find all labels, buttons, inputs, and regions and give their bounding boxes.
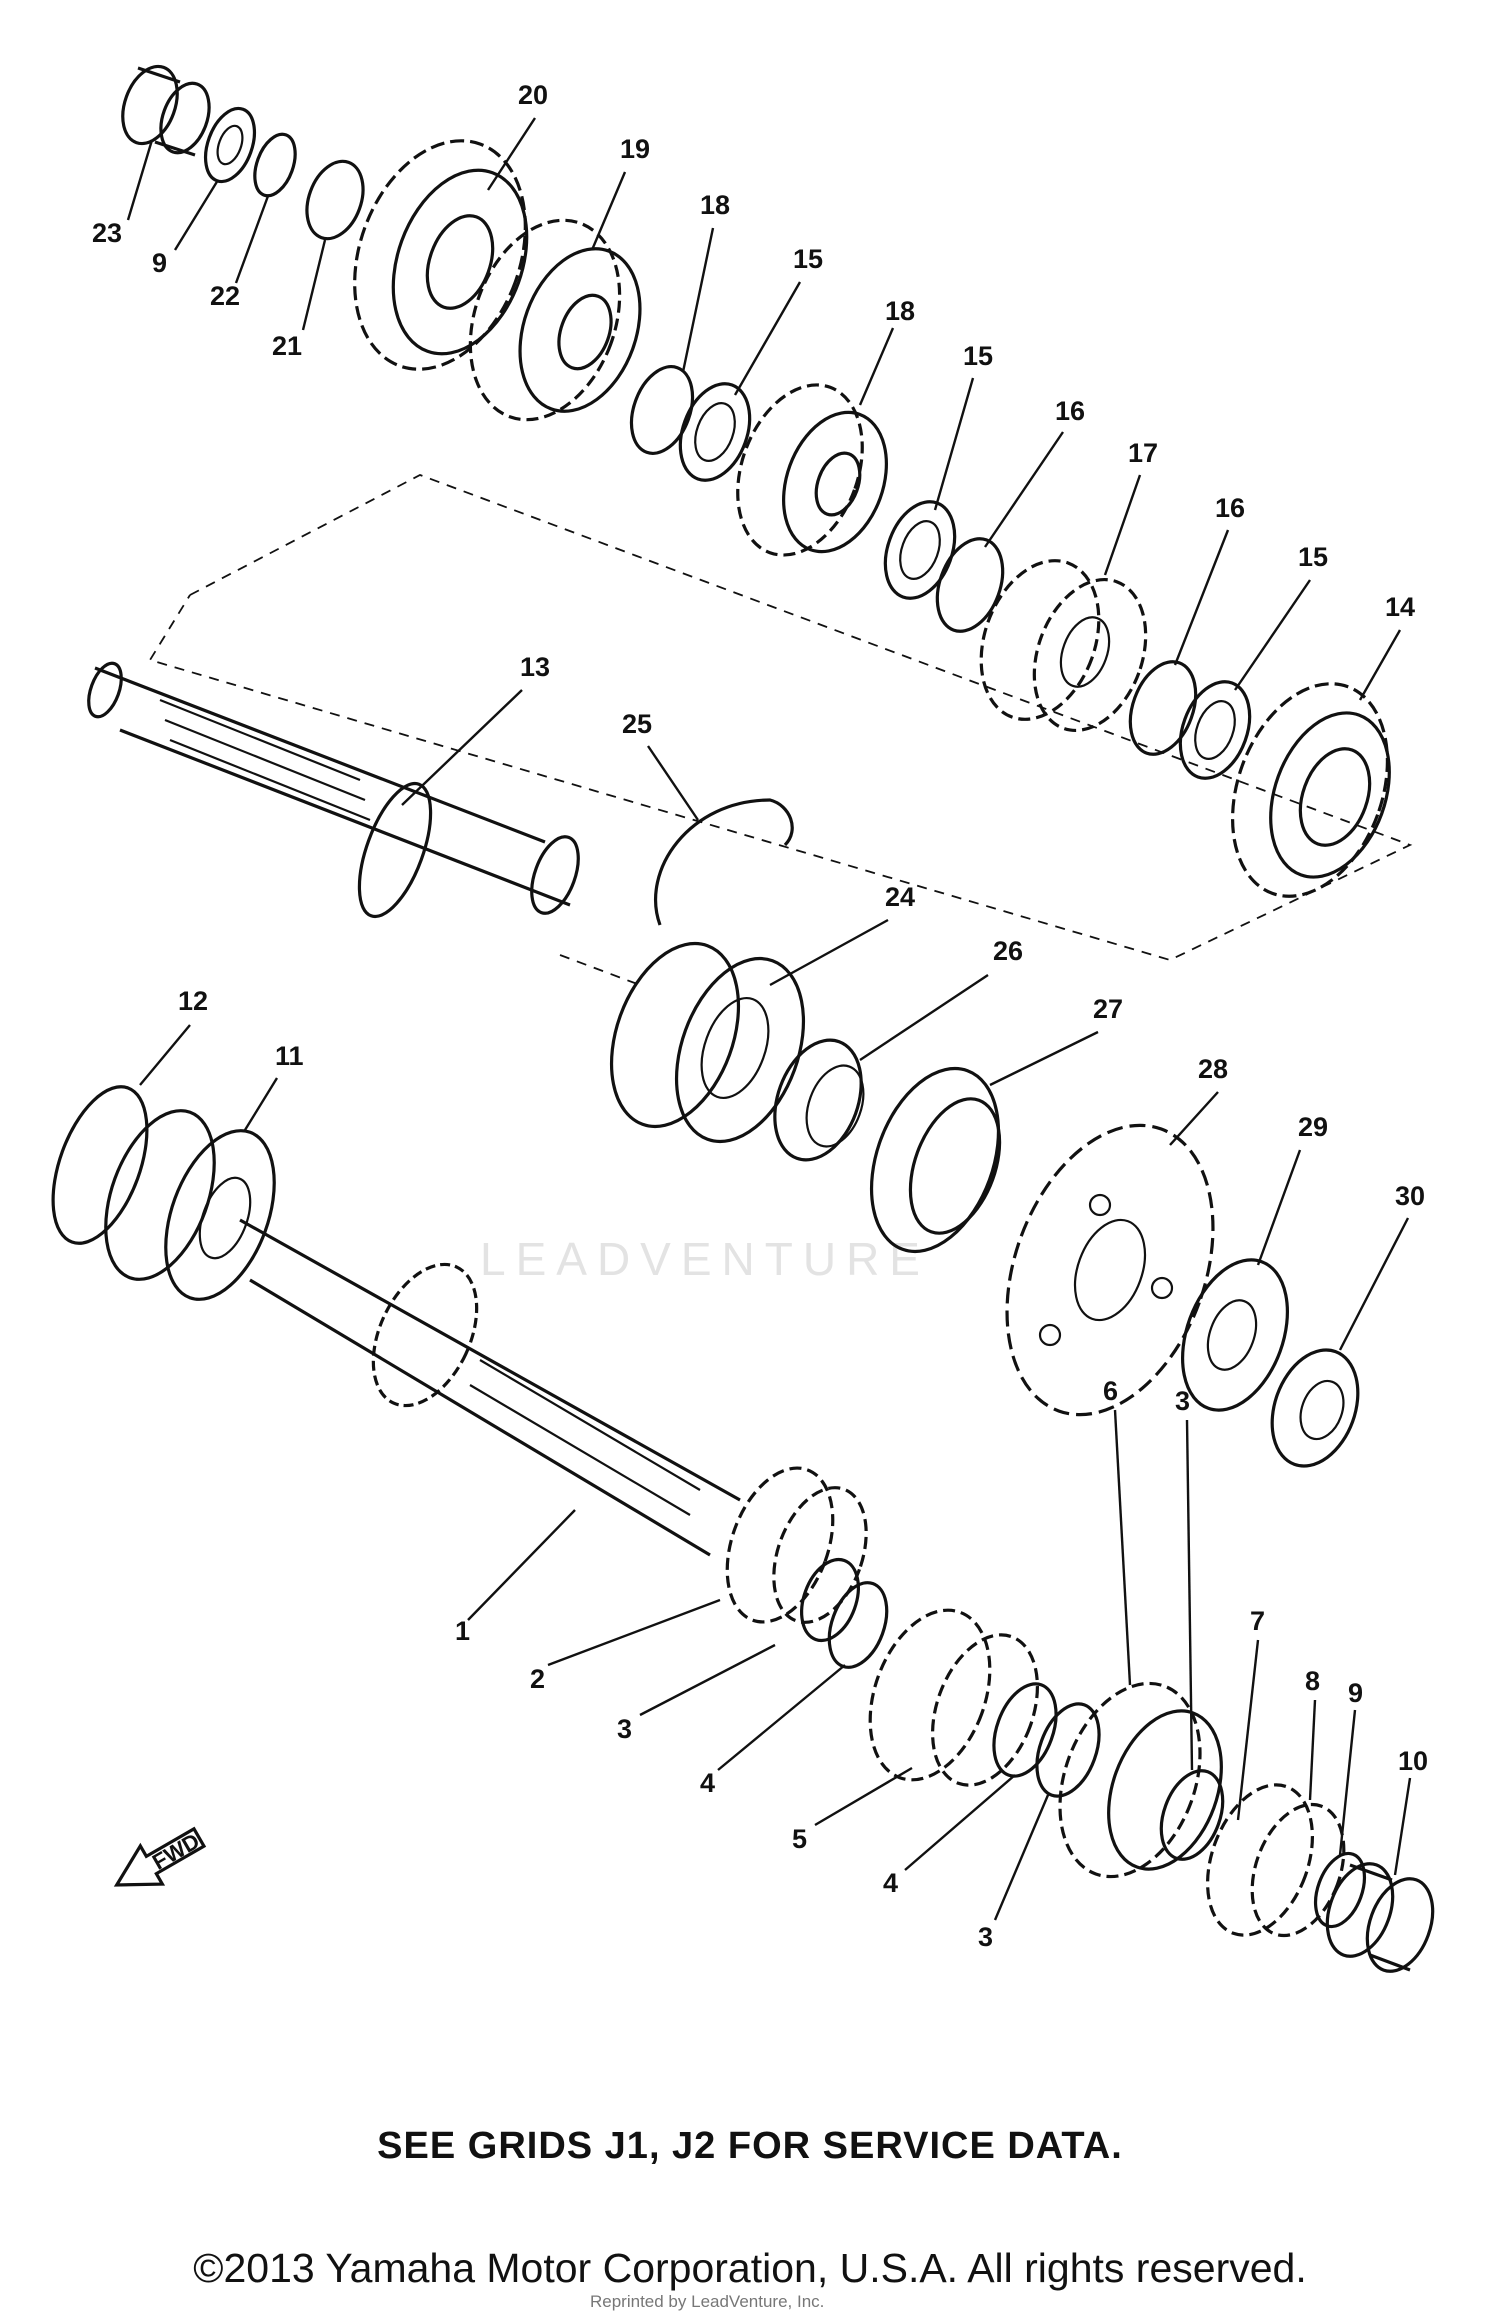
callout-15-c: 15 [1298, 542, 1328, 572]
callout-16-b: 16 [1215, 493, 1245, 523]
callout-19: 19 [620, 134, 650, 164]
callout-7: 7 [1250, 1606, 1265, 1636]
gear-2 [725, 1466, 868, 1624]
callout-4-b: 4 [883, 1868, 898, 1898]
callout-4-a: 4 [700, 1768, 715, 1798]
gear-19 [468, 218, 642, 422]
oil-seal-27 [869, 1066, 1002, 1254]
callout-3-b: 3 [978, 1922, 993, 1952]
washer-15-b [883, 500, 957, 600]
callout-27: 27 [1093, 994, 1123, 1024]
callout-6: 6 [1103, 1376, 1118, 1406]
callout-10: 10 [1398, 1746, 1428, 1776]
circlip-16-b [1128, 660, 1198, 756]
washer-15-c [1178, 680, 1252, 780]
circlip-25 [654, 798, 794, 926]
lock-washer-29 [1180, 1258, 1290, 1412]
copyright-notice: ©2013 Yamaha Motor Corporation, U.S.A. A… [193, 2245, 1307, 2291]
axle-alignment-dashline [559, 954, 641, 986]
gear-17 [979, 559, 1148, 733]
circlip-22 [253, 132, 297, 198]
nut-30 [1270, 1348, 1360, 1468]
main-axle-group-frame [148, 474, 1413, 961]
callout-24: 24 [885, 882, 915, 912]
service-data-note: SEE GRIDS J1, J2 FOR SERVICE DATA. [377, 2125, 1123, 2167]
bearing-24 [609, 941, 806, 1144]
circlip-16-a [935, 537, 1005, 633]
callout-13: 13 [520, 652, 550, 682]
circlip-12 [51, 1085, 149, 1245]
needle-bearing-23 [121, 64, 211, 157]
callout-5: 5 [792, 1824, 807, 1854]
forward-direction-arrow: FWD [113, 1826, 207, 1887]
watermark-text: LEADVENTURE [480, 1233, 930, 1285]
gear-14 [1230, 682, 1391, 898]
callout-23: 23 [92, 218, 122, 248]
washer-3-b [1035, 1702, 1101, 1798]
gear-6 [1058, 1681, 1223, 1879]
callout-9-lower: 9 [1348, 1678, 1363, 1708]
callout-labels: 23 9 22 21 20 19 18 15 18 15 16 17 16 15… [92, 80, 1428, 1952]
callout-29: 29 [1298, 1112, 1328, 1142]
callout-1: 1 [455, 1616, 470, 1646]
circlip-4-b [992, 1682, 1058, 1778]
drive-sprocket-28 [1005, 1123, 1215, 1417]
callout-20: 20 [518, 80, 548, 110]
leader-lines [126, 117, 1412, 1921]
callout-22: 22 [210, 281, 240, 311]
callout-18-a: 18 [700, 190, 730, 220]
bearing-11 [104, 1109, 276, 1301]
callout-3-a: 3 [617, 1714, 632, 1744]
callout-21: 21 [272, 331, 302, 361]
gear-20 [353, 139, 529, 371]
callout-15-b: 15 [963, 341, 993, 371]
gear-5 [868, 1608, 1040, 1787]
callout-12: 12 [178, 986, 208, 1016]
callout-17: 17 [1128, 438, 1158, 468]
callout-28: 28 [1198, 1054, 1228, 1084]
callout-26: 26 [993, 936, 1023, 966]
main-axle-13 [87, 661, 580, 919]
circlip-18-a [629, 365, 695, 455]
collar-26 [773, 1038, 865, 1162]
callout-15-a: 15 [793, 244, 823, 274]
washer-3-a [800, 1557, 860, 1643]
callout-14: 14 [1385, 592, 1415, 622]
drive-axle-1 [239, 1218, 741, 1557]
gear-7 [1205, 1783, 1346, 1938]
callout-25: 25 [622, 709, 652, 739]
callout-2: 2 [530, 1664, 545, 1694]
washer-3-c [1159, 1769, 1225, 1861]
callout-9: 9 [152, 248, 167, 278]
callout-3-c: 3 [1175, 1386, 1190, 1416]
callout-11: 11 [275, 1041, 304, 1071]
reprint-note: Reprinted by LeadVenture, Inc. [590, 2292, 825, 2311]
spring-clip-21 [305, 159, 365, 241]
fwd-label: FWD [148, 1828, 204, 1875]
callout-8: 8 [1305, 1666, 1320, 1696]
needle-bearing-10 [1325, 1862, 1435, 1973]
callout-30: 30 [1395, 1181, 1425, 1211]
callout-16-a: 16 [1055, 396, 1085, 426]
gear-18 [736, 383, 888, 557]
washer-15-a [678, 382, 752, 482]
callout-18-b: 18 [885, 296, 915, 326]
